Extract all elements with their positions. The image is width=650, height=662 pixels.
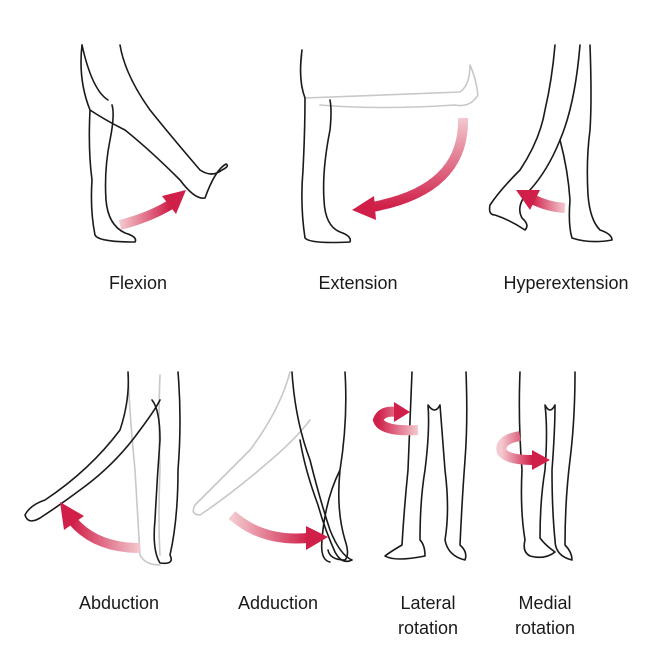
flexion-illustration: [80, 44, 229, 243]
label-medial-line1: Medial: [518, 593, 572, 613]
flexion-arrow: [118, 200, 173, 230]
adduction-arrowhead: [306, 526, 328, 550]
adduction-arrow: [228, 511, 309, 544]
flexion-arrowhead: [162, 190, 186, 214]
extension-arrow: [371, 117, 469, 212]
abduction-illustration: [24, 371, 181, 566]
label-medial-rotation: Medial rotation: [470, 591, 620, 641]
extension-illustration: [299, 49, 479, 244]
lateral-rotation-illustration: [384, 371, 468, 561]
label-lateral-line1: Lateral: [400, 593, 456, 613]
label-medial-line2: rotation: [514, 618, 576, 638]
label-lateral-rotation: Lateral rotation: [353, 591, 503, 641]
medial-rotation-illustration: [518, 371, 576, 561]
extension-arrowhead: [352, 196, 376, 220]
abduction-arrow: [68, 516, 141, 553]
lateral-rotation-arrow: [372, 406, 419, 436]
label-adduction: Adduction: [237, 593, 319, 613]
label-lateral-line2: rotation: [397, 618, 459, 638]
abduction-arrowhead: [60, 502, 84, 530]
lateral-rotation-arrowhead: [394, 402, 410, 422]
medial-rotation-arrow: [496, 431, 533, 465]
hyperextension-illustration: [488, 44, 613, 243]
adduction-illustration: [192, 371, 353, 563]
medial-rotation-arrowhead: [532, 450, 550, 470]
hyperextension-arrow: [529, 194, 566, 213]
label-hyperextension: Hyperextension: [503, 273, 629, 293]
label-flexion: Flexion: [108, 273, 168, 293]
label-extension: Extension: [318, 273, 398, 293]
label-abduction: Abduction: [78, 593, 160, 613]
hyperextension-arrowhead: [516, 190, 540, 210]
